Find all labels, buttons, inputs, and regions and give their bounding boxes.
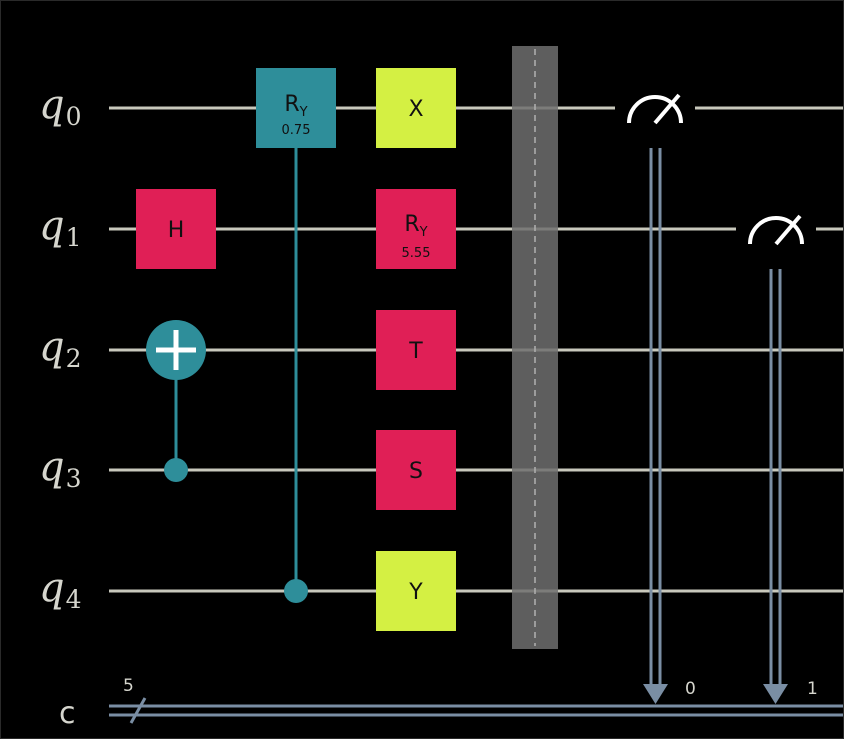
ry-gate[interactable]: RY 5.55 (376, 189, 456, 269)
control-dot (164, 458, 188, 482)
qubit-label-q4: q4 (39, 565, 82, 614)
controlled-ry-gate[interactable]: RY 0.75 (256, 68, 336, 603)
quantum-wires (109, 106, 843, 593)
svg-text:S: S (409, 459, 423, 484)
classical-bit-label-0: 0 (685, 679, 696, 699)
t-gate[interactable]: T (376, 310, 456, 390)
svg-text:RY: RY (404, 212, 427, 240)
plus-circle-icon (146, 320, 206, 380)
svg-text:0.75: 0.75 (282, 123, 311, 138)
measure-gate-q0[interactable]: 0 (615, 68, 696, 704)
classical-register-width: 5 (123, 676, 134, 696)
svg-text:Y: Y (408, 580, 423, 605)
x-gate[interactable]: X (376, 68, 456, 148)
qubit-label-q3: q3 (39, 444, 82, 493)
meter-icon (627, 93, 683, 125)
qubit-label-q0: q0 (39, 82, 82, 131)
barrier (512, 46, 558, 649)
svg-text:T: T (408, 339, 423, 364)
measure-gate-q1[interactable]: 1 (736, 189, 818, 704)
qubit-label-q2: q2 (39, 324, 82, 373)
qubit-label-q1: q1 (39, 203, 82, 252)
register-width-slash (129, 697, 147, 724)
svg-text:X: X (408, 97, 423, 122)
y-gate[interactable]: Y (376, 551, 456, 631)
classical-wire (109, 697, 843, 724)
classical-register-label: c (59, 696, 76, 731)
classical-bit-label-1: 1 (807, 679, 818, 699)
s-gate[interactable]: S (376, 430, 456, 510)
control-dot (284, 579, 308, 603)
h-gate[interactable]: H (136, 189, 216, 269)
cnot-gate[interactable] (146, 320, 206, 482)
svg-text:5.55: 5.55 (402, 246, 431, 261)
qubit-labels: q0 q1 q2 q3 q4 c 5 (39, 82, 134, 731)
meter-icon (748, 214, 804, 246)
svg-text:H: H (168, 218, 185, 243)
svg-text:RY: RY (284, 92, 307, 120)
